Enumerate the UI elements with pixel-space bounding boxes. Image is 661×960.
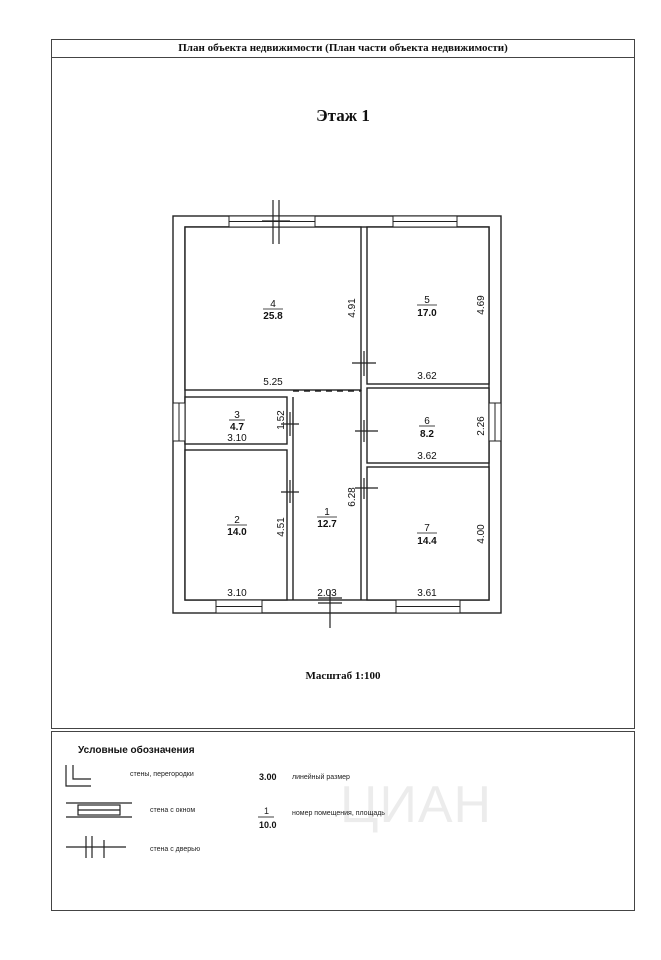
dim-room4-width: 5.25	[263, 377, 283, 388]
dim-room7-width: 3.61	[417, 588, 437, 599]
room-5-area: 17.0	[417, 308, 437, 319]
room-6-outline	[366, 387, 490, 464]
room-7-number: 7	[424, 523, 430, 534]
legend-panel: Условные обозначения стены, перегородки …	[51, 731, 635, 911]
dim-room5-width: 3.62	[417, 371, 437, 382]
room-7-outline	[366, 466, 490, 601]
legend-walls-label: стены, перегородки	[130, 771, 194, 778]
plan-sheet-frame: План объекта недвижимости (План части об…	[51, 39, 635, 729]
dim-room3-height: 1.52	[276, 410, 287, 430]
legend-room-number-sample: 1	[264, 806, 270, 816]
dim-room2-width: 3.10	[227, 588, 247, 599]
room-6-number: 6	[424, 416, 430, 427]
legend-door-wall-label: стена с дверью	[150, 846, 201, 853]
legend-title: Условные обозначения	[78, 745, 195, 756]
room-1-number: 1	[324, 507, 330, 518]
legend-window-wall-label: стена с окном	[150, 807, 196, 814]
room-6-area: 8.2	[420, 429, 434, 440]
room-3-area: 4.7	[230, 422, 244, 433]
room-4-number: 4	[270, 299, 276, 310]
dim-room3-width: 3.10	[227, 433, 247, 444]
floor-title: Этаж 1	[316, 106, 370, 125]
dim-room1-width: 2.03	[317, 588, 337, 599]
legend-room-area-sample: 10.0	[259, 820, 277, 830]
legend-wall-symbol-inner	[72, 765, 91, 780]
dim-room6-height: 2.26	[476, 416, 487, 436]
room-3-number: 3	[234, 410, 240, 421]
dim-room6-width: 3.62	[417, 451, 437, 462]
legend-linear-size-value: 3.00	[259, 772, 277, 782]
room-1-area: 12.7	[317, 519, 337, 530]
scale-label: Масштаб 1:100	[305, 670, 381, 682]
legend-linear-size-label: линейный размер	[292, 774, 350, 781]
dim-room1-height: 6.28	[347, 487, 358, 507]
room-2-area: 14.0	[227, 527, 247, 538]
sheet-title: План объекта недвижимости (План части об…	[52, 40, 634, 58]
room-5-number: 5	[424, 295, 430, 306]
room-4-area: 25.8	[263, 311, 283, 322]
legend-wall-symbol-outer	[65, 765, 91, 787]
dim-room4-height: 4.91	[347, 298, 358, 318]
watermark-logo: ЦИАН	[340, 776, 493, 834]
legend-room-label: номер помещения, площадь	[292, 810, 385, 817]
dim-room5-height: 4.69	[476, 295, 487, 315]
room-2-number: 2	[234, 515, 240, 526]
dim-room7-height: 4.00	[476, 524, 487, 544]
room-3-outline	[184, 396, 288, 445]
room-4-outline	[184, 226, 362, 391]
room-7-area: 14.4	[417, 536, 437, 547]
dim-room2-height: 4.51	[276, 517, 287, 537]
